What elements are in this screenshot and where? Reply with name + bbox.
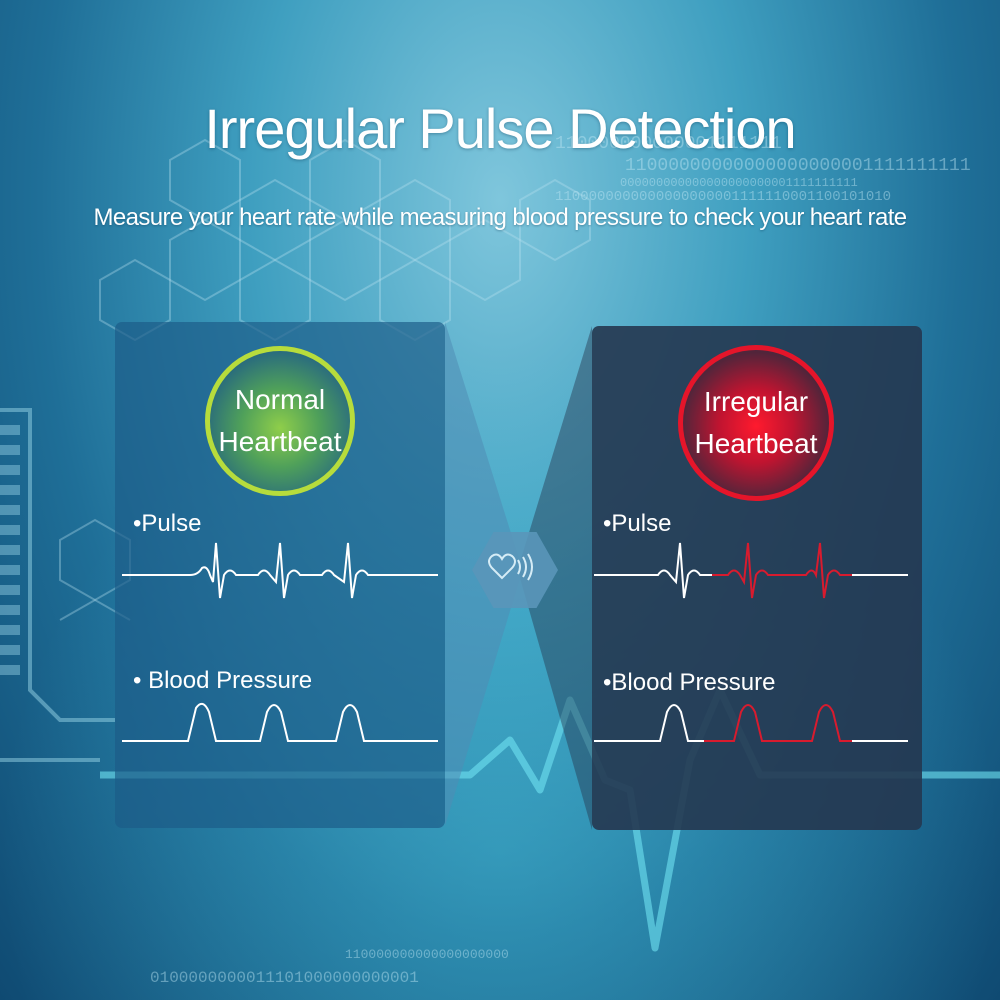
svg-text:110000000000000000000111111000: 1100000000000000000001111110001100101010 [555, 189, 891, 205]
svg-text:110000000000000000000: 110000000000000000000 [345, 947, 509, 962]
svg-text:000000000000000000000001111111: 000000000000000000000001111111111 [620, 176, 858, 190]
page-subtitle: Measure your heart rate while measuring … [93, 204, 907, 231]
ring-label-line1: Normal [234, 384, 326, 415]
blood-pressure-label-right: •Blood Pressure [603, 669, 776, 696]
normal-heartbeat-ring: Normal Heartbeat [205, 346, 355, 496]
circuit-lines [0, 408, 115, 762]
svg-text:0100000000011101000000000001: 0100000000011101000000000001 [150, 969, 419, 987]
svg-text:110000000000001111111: 110000000000001111111 [555, 134, 782, 154]
ring-label-line2: Heartbeat [218, 426, 342, 457]
blood-pressure-label-left: • Blood Pressure [133, 667, 313, 694]
ring-label-line1: Irregular [703, 386, 809, 417]
circuit-bars [0, 425, 20, 675]
pulse-label-right: •Pulse [603, 510, 672, 537]
hexagon-network [59, 138, 591, 621]
ring-label-line2: Heartbeat [694, 428, 818, 459]
svg-text:110000000000000000000011111111: 11000000000000000000001111111111 [625, 156, 971, 176]
pulse-label-left: •Pulse [133, 510, 202, 537]
heart-signal-icon [488, 553, 533, 581]
page-title: Irregular Pulse Detection [204, 97, 796, 160]
irregular-heartbeat-ring: Irregular Heartbeat [678, 345, 834, 501]
binary-text: 110000000000001111111 110000000000000000… [150, 134, 971, 987]
